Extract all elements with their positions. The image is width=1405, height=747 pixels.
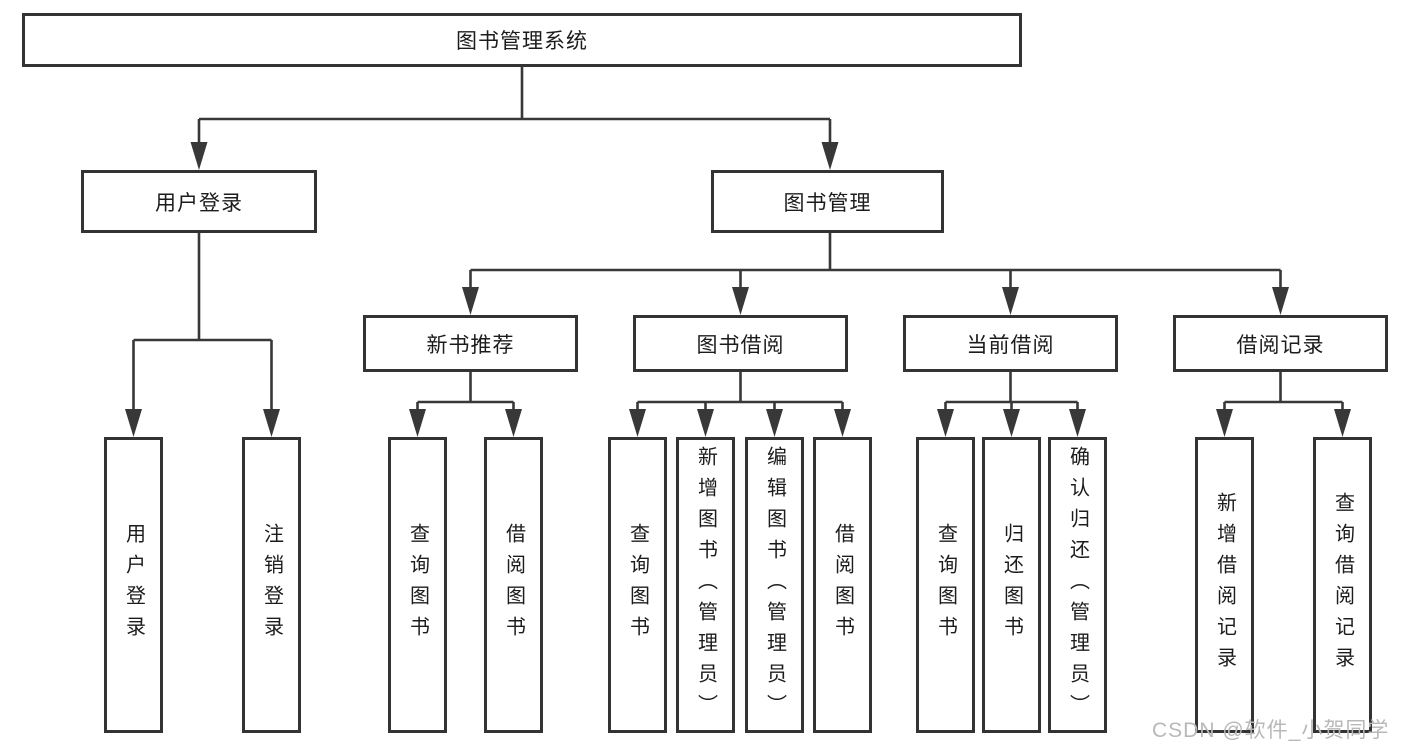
node-borrow-record: 借阅记录 [1173,315,1388,372]
node-current-borrow: 当前借阅 [903,315,1118,372]
leaf-borrow-book-2: 借阅图书 [813,437,872,733]
arrowhead-icon [1002,287,1019,315]
node-book-management-label: 图书管理 [783,191,872,215]
leaf-add-book-admin: 新增图书（管理员） [676,437,735,733]
arrowhead-icon [125,409,142,437]
arrowhead-icon [462,287,479,315]
node-book-management: 图书管理 [711,170,944,233]
leaf-borrow-book-1-label: 借阅图书 [502,523,525,647]
arrowhead-icon [821,142,839,170]
leaf-query-book-3-label: 查询图书 [934,523,957,647]
node-book-borrow: 图书借阅 [633,315,848,372]
node-user-login: 用户登录 [81,170,317,233]
arrowhead-icon [629,409,646,437]
arrowhead-icon [732,287,749,315]
arrowhead-icon [766,409,783,437]
leaf-add-borrow-record-label: 新增借阅记录 [1213,492,1236,678]
leaf-edit-book-admin-label: 编辑图书（管理员） [763,445,786,725]
leaf-user-login: 用户登录 [104,437,163,733]
node-library-system: 图书管理系统 [22,13,1022,67]
node-library-system-label: 图书管理系统 [456,30,588,53]
leaf-add-book-admin-label: 新增图书（管理员） [694,445,717,725]
arrowhead-icon [1216,409,1233,437]
arrowhead-icon [1003,409,1020,437]
leaf-confirm-return-admin: 确认归还（管理员） [1048,437,1107,733]
arrowhead-icon [1272,287,1289,315]
arrowhead-icon [1069,409,1086,437]
arrowhead-icon [263,409,280,437]
leaf-confirm-return-admin-label: 确认归还（管理员） [1066,445,1089,725]
leaf-query-book-1: 查询图书 [388,437,447,733]
leaf-query-book-3: 查询图书 [916,437,975,733]
leaf-query-borrow-record: 查询借阅记录 [1313,437,1372,733]
leaf-query-book-1-label: 查询图书 [406,523,429,647]
leaf-query-book-2: 查询图书 [608,437,667,733]
node-borrow-record-label: 借阅记录 [1236,333,1325,357]
arrowhead-icon [697,409,714,437]
leaf-query-borrow-record-label: 查询借阅记录 [1331,492,1354,678]
arrowhead-icon [505,409,522,437]
watermark: CSDN @软件_小贺同学 [1152,719,1390,742]
leaf-borrow-book-1: 借阅图书 [484,437,543,733]
arrowhead-icon [190,142,208,170]
node-current-borrow-label: 当前借阅 [966,333,1055,357]
arrowhead-icon [834,409,851,437]
leaf-user-login-label: 用户登录 [122,523,145,647]
arrowhead-icon [937,409,954,437]
arrowhead-icon [409,409,426,437]
leaf-query-book-2-label: 查询图书 [626,523,649,647]
leaf-borrow-book-2-label: 借阅图书 [831,523,854,647]
node-user-login-label: 用户登录 [155,191,243,215]
leaf-return-book-label: 归还图书 [1000,523,1023,647]
node-book-borrow-label: 图书借阅 [696,333,785,357]
node-new-book-recommend: 新书推荐 [363,315,578,372]
leaf-logout-label: 注销登录 [260,523,283,647]
leaf-return-book: 归还图书 [982,437,1041,733]
leaf-logout: 注销登录 [242,437,301,733]
leaf-edit-book-admin: 编辑图书（管理员） [745,437,804,733]
node-new-book-recommend-label: 新书推荐 [426,333,515,357]
leaf-add-borrow-record: 新增借阅记录 [1195,437,1254,733]
arrowhead-icon [1334,409,1351,437]
